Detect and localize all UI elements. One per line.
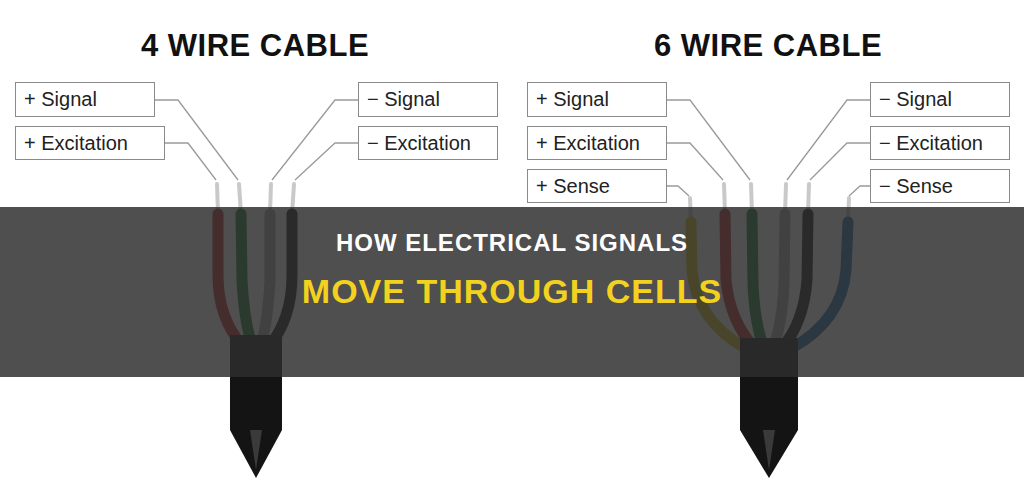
leader-line xyxy=(787,100,870,180)
leader-line xyxy=(165,143,216,180)
wire-label-box: − Signal xyxy=(870,82,1010,117)
leader-line xyxy=(667,143,723,180)
wire-label-box: + Excitation xyxy=(527,126,667,160)
wire-label-box: + Signal xyxy=(15,82,155,117)
wire-label: + Excitation xyxy=(536,132,640,155)
wire-label: + Signal xyxy=(24,88,97,111)
wire-label-box: − Sense xyxy=(870,169,1010,203)
wire-label: + Excitation xyxy=(24,132,128,155)
wire-label-box: − Excitation xyxy=(358,126,498,160)
leader-line xyxy=(667,100,750,180)
leader-line xyxy=(849,186,870,196)
leader-line xyxy=(810,143,870,180)
leader-line xyxy=(155,100,238,180)
wire-label-box: − Excitation xyxy=(870,126,1010,160)
wire-label: − Signal xyxy=(367,88,440,111)
wire-label-box: + Signal xyxy=(527,82,667,117)
leader-line xyxy=(667,186,689,196)
leader-line xyxy=(272,100,358,180)
wire-label: + Sense xyxy=(536,175,610,198)
wire-label: − Excitation xyxy=(879,132,983,155)
leader-lines xyxy=(155,100,870,196)
wire-label: + Signal xyxy=(536,88,609,111)
cable-title: 4 WIRE CABLE xyxy=(141,28,369,64)
wire-label-box: + Excitation xyxy=(15,126,165,160)
wire-label: − Sense xyxy=(879,175,953,198)
wire-label-box: − Signal xyxy=(358,82,498,117)
banner-heading: HOW ELECTRICAL SIGNALS xyxy=(336,229,688,257)
wire-label: − Signal xyxy=(879,88,952,111)
wire-label-box: + Sense xyxy=(527,169,667,203)
leader-line xyxy=(295,143,358,180)
banner-heading: MOVE THROUGH CELLS xyxy=(302,272,722,311)
cable-title: 6 WIRE CABLE xyxy=(654,28,882,64)
wire-label: − Excitation xyxy=(367,132,471,155)
